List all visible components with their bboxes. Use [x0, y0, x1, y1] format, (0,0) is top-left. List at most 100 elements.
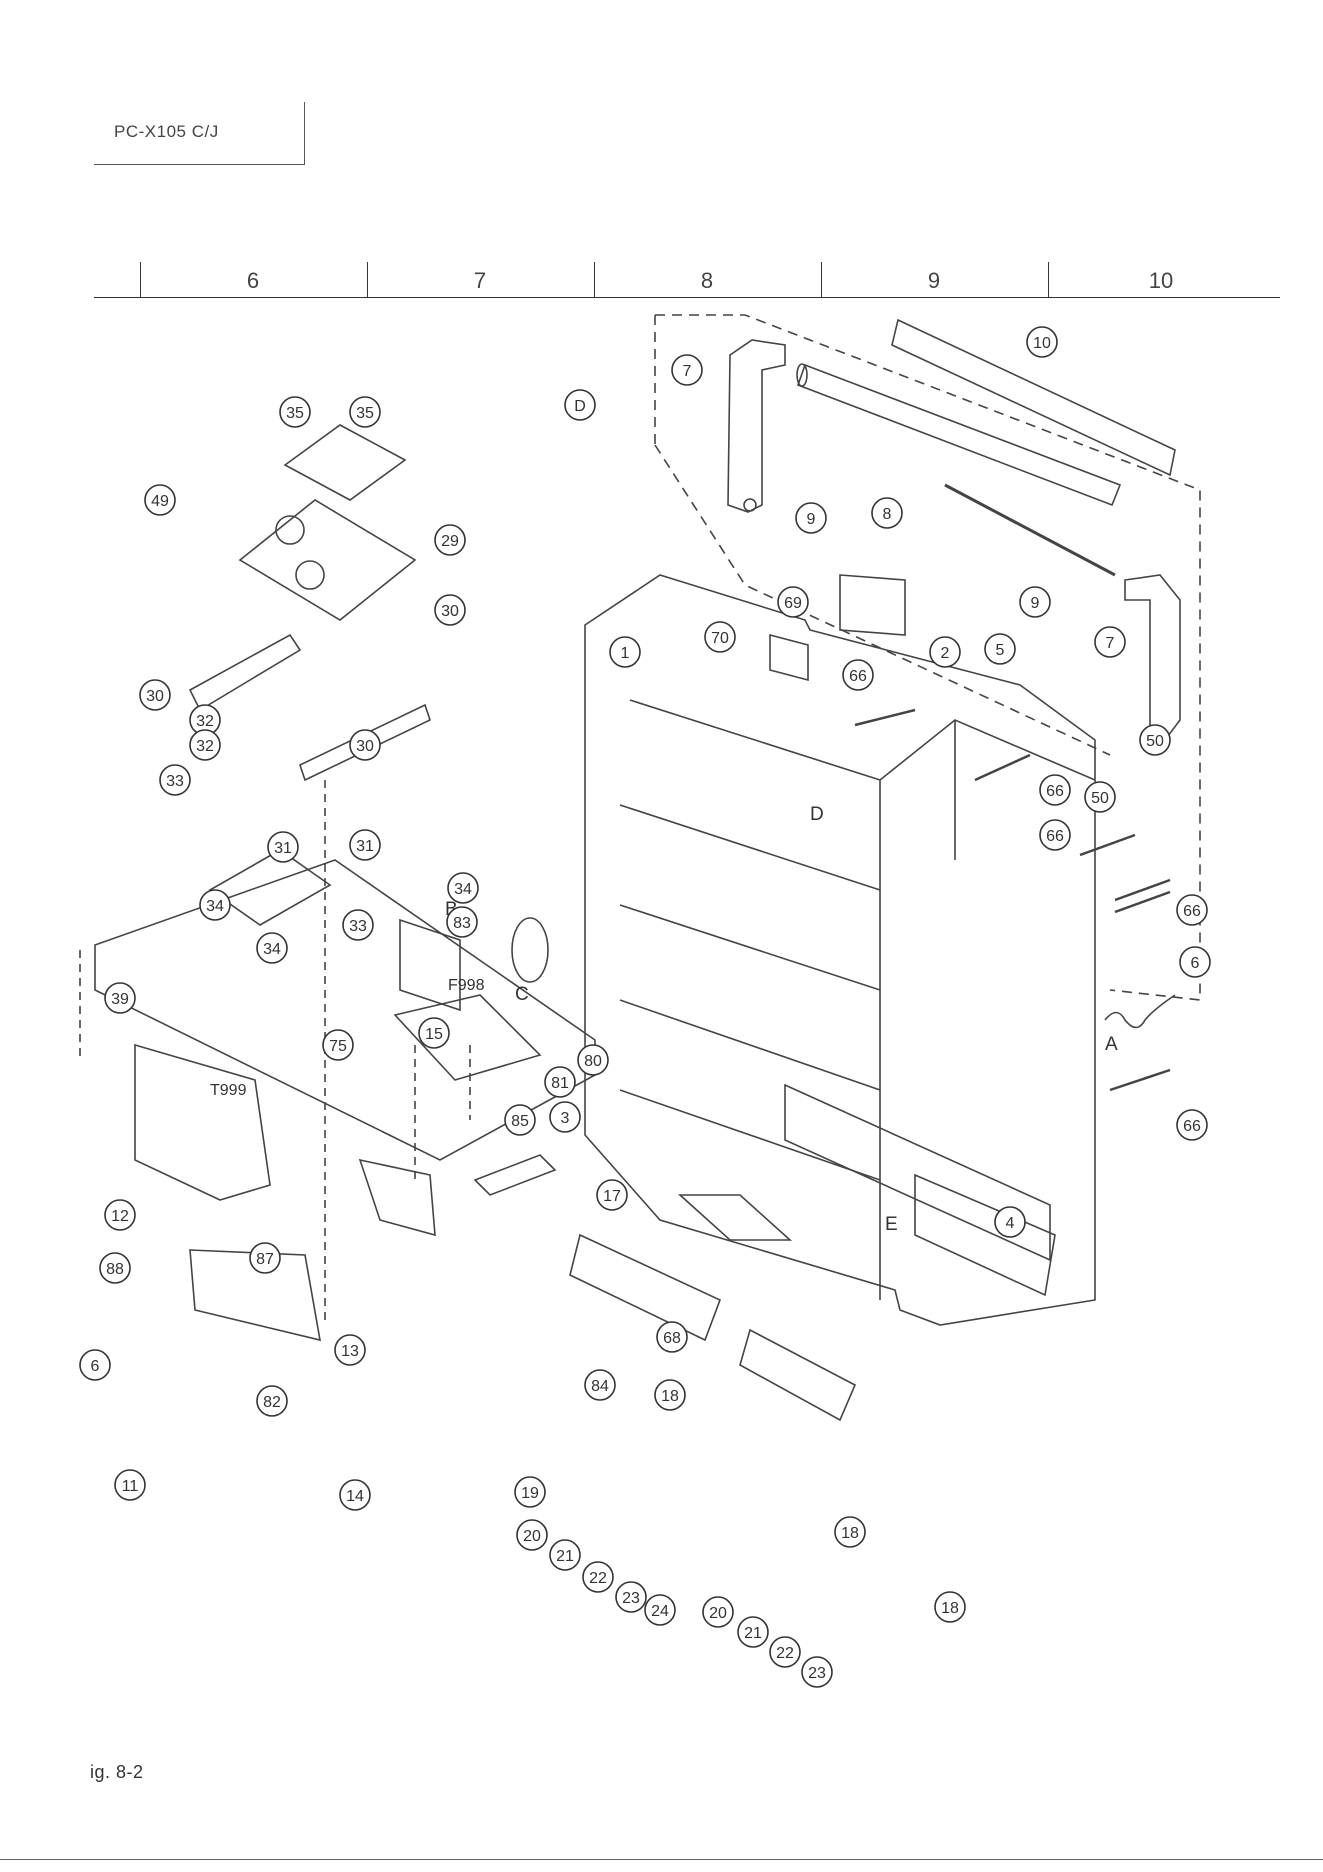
model-header-box: PC-X105 C/J — [94, 102, 305, 165]
chassis-edge — [630, 700, 880, 780]
callout-number: 32 — [196, 738, 214, 755]
callout-5: 5 — [985, 634, 1015, 664]
callout-31: 31 — [350, 830, 380, 860]
ruler-tick — [367, 262, 368, 298]
callout-4: 4 — [995, 1207, 1025, 1237]
long-screw — [1115, 880, 1170, 912]
deck-top-plate — [285, 425, 405, 500]
deck-gear — [296, 561, 324, 589]
callout-21: 21 — [738, 1617, 768, 1647]
assembly-d-enclosure — [655, 315, 1200, 1000]
callout-66: 66 — [843, 660, 873, 690]
callout-number: 15 — [425, 1026, 443, 1043]
callout-number: 31 — [356, 838, 374, 855]
key-button-row — [570, 1235, 720, 1340]
callout-D: D — [565, 390, 595, 420]
callout-number: D — [574, 398, 586, 415]
callout-19: 19 — [515, 1477, 545, 1507]
callout-number: 21 — [556, 1548, 574, 1565]
callout-number: 66 — [1046, 828, 1064, 845]
callout-22: 22 — [770, 1637, 800, 1667]
callout-number: 12 — [111, 1208, 129, 1225]
ruler-tick — [821, 262, 822, 298]
callout-number: 66 — [1046, 783, 1064, 800]
ruler-baseline — [94, 297, 1280, 298]
callout-number: 4 — [1006, 1215, 1015, 1232]
chassis-box — [880, 720, 1095, 1300]
callout-number: 66 — [849, 668, 867, 685]
callout-number: 85 — [511, 1113, 529, 1130]
callout-number: 2 — [941, 645, 950, 662]
callout-1: 1 — [610, 637, 640, 667]
callout-number: 30 — [356, 738, 374, 755]
callout-14: 14 — [340, 1480, 370, 1510]
callout-34: 34 — [448, 873, 478, 903]
callout-30: 30 — [140, 680, 170, 710]
callout-number: 10 — [1033, 335, 1051, 352]
callout-6: 6 — [1180, 947, 1210, 977]
bracket-part — [360, 1160, 435, 1235]
callout-66: 66 — [1177, 1110, 1207, 1140]
callout-number: 33 — [349, 918, 367, 935]
callout-number: 68 — [663, 1330, 681, 1347]
callout-number: 30 — [441, 603, 459, 620]
callout-75: 75 — [323, 1030, 353, 1060]
callout-number: 34 — [454, 881, 472, 898]
callout-number: 88 — [106, 1261, 124, 1278]
letter-label-c: C — [515, 984, 529, 1005]
callout-number: 39 — [111, 991, 129, 1008]
long-screw — [1110, 1070, 1170, 1090]
callout-66: 66 — [1177, 895, 1207, 925]
callout-23: 23 — [802, 1657, 832, 1687]
callout-number: 66 — [1183, 903, 1201, 920]
callout-7: 7 — [1095, 627, 1125, 657]
callout-84: 84 — [585, 1370, 615, 1400]
callout-number: 18 — [661, 1388, 679, 1405]
pcb-cover — [395, 995, 540, 1080]
callout-number: 9 — [1031, 595, 1040, 612]
callout-number: 23 — [808, 1665, 826, 1682]
grid-column-label: 7 — [474, 268, 486, 294]
callout-17: 17 — [597, 1180, 627, 1210]
callout-number: 35 — [356, 405, 374, 422]
callout-70: 70 — [705, 622, 735, 652]
callout-18: 18 — [655, 1380, 685, 1410]
callout-3: 3 — [550, 1102, 580, 1132]
callout-34: 34 — [200, 890, 230, 920]
callout-35: 35 — [280, 397, 310, 427]
callout-number: 69 — [784, 595, 802, 612]
callout-50: 50 — [1140, 725, 1170, 755]
callout-number: 70 — [711, 630, 729, 647]
callout-10: 10 — [1027, 327, 1057, 357]
callout-number: 20 — [523, 1528, 541, 1545]
callout-number: 21 — [744, 1625, 762, 1642]
callout-number: 23 — [622, 1590, 640, 1607]
callout-20: 20 — [703, 1597, 733, 1627]
callout-66: 66 — [1040, 775, 1070, 805]
long-screw — [855, 710, 915, 725]
label-sheet — [680, 1195, 790, 1240]
grid-column-label: 10 — [1149, 268, 1173, 294]
callout-69: 69 — [778, 587, 808, 617]
callout-20: 20 — [517, 1520, 547, 1550]
callout-23: 23 — [616, 1582, 646, 1612]
callout-number: 11 — [122, 1478, 139, 1495]
callout-30: 30 — [350, 730, 380, 760]
small-label-f998: F998 — [448, 977, 485, 994]
callout-number: 3 — [561, 1110, 570, 1127]
callout-number: 29 — [441, 533, 459, 550]
callout-30: 30 — [435, 595, 465, 625]
callout-number: 19 — [521, 1485, 539, 1502]
deck-plate — [240, 500, 415, 620]
callout-68: 68 — [657, 1322, 687, 1352]
letter-label-d: D — [810, 804, 824, 825]
callout-18: 18 — [935, 1592, 965, 1622]
callout-81: 81 — [545, 1067, 575, 1097]
label-pad — [840, 575, 905, 635]
guide-line — [80, 780, 470, 1320]
callout-number: 20 — [709, 1605, 727, 1622]
callout-number: 82 — [263, 1394, 281, 1411]
grid-column-ruler: 6 7 8 9 10 — [94, 262, 1280, 298]
callout-number: 35 — [286, 405, 304, 422]
